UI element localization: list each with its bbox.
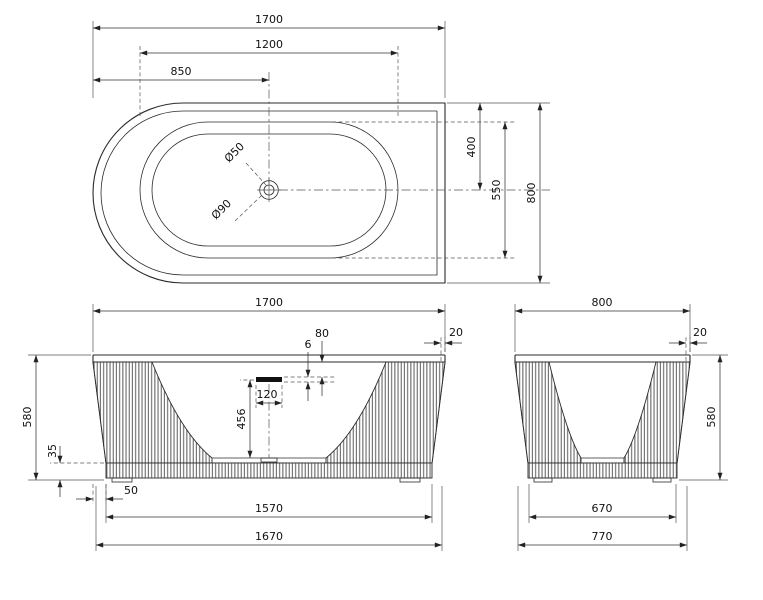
left-foot bbox=[533, 477, 553, 483]
dim-label: 20 bbox=[693, 326, 707, 339]
dim-front-inner-depth: 456 bbox=[235, 379, 254, 458]
dim-label: 800 bbox=[525, 183, 538, 204]
dim-label: 580 bbox=[21, 407, 34, 428]
right-foot bbox=[652, 477, 672, 483]
dim-label: 400 bbox=[465, 137, 478, 158]
dim-label: 670 bbox=[592, 502, 613, 515]
base-band-fluting bbox=[105, 462, 433, 479]
dim-label: 550 bbox=[490, 180, 503, 201]
left-wall-fluting bbox=[92, 361, 213, 464]
dim-label: 80 bbox=[315, 327, 329, 340]
dim-label: 20 bbox=[449, 326, 463, 339]
dim-front-base-inset: 50 bbox=[76, 484, 138, 504]
dim-label: 50 bbox=[124, 484, 138, 497]
right-wall-fluting bbox=[623, 361, 691, 464]
dim-side-width-overall: 800 bbox=[514, 296, 691, 352]
dim-label: 456 bbox=[235, 409, 248, 430]
dim-label: 1700 bbox=[255, 13, 283, 26]
dim-label: 1670 bbox=[255, 530, 283, 543]
dim-front-base-height: 35 bbox=[46, 444, 104, 497]
tub-rim-inner-outline bbox=[100, 110, 438, 276]
dim-label: 770 bbox=[592, 530, 613, 543]
dim-top-basin-width: 550 bbox=[332, 121, 515, 259]
front-view: 1700 20 80 6 120 bbox=[21, 296, 463, 551]
dim-front-height-overall: 580 bbox=[21, 354, 104, 481]
dim-side-height-overall: 580 bbox=[679, 354, 728, 481]
drain-leader-line bbox=[234, 195, 262, 222]
dim-top-drain-offset-y: 400 bbox=[465, 103, 483, 190]
dim-front-rim-edge: 20 bbox=[424, 326, 463, 361]
right-wall-fluting bbox=[325, 361, 446, 464]
dim-side-bottom-width: 770 bbox=[517, 486, 688, 551]
dim-front-base-length: 1570 bbox=[105, 484, 433, 523]
dim-top-width-overall: 800 bbox=[447, 102, 550, 284]
right-foot bbox=[399, 477, 421, 483]
dim-label: 800 bbox=[592, 296, 613, 309]
dim-front-bottom-length: 1670 bbox=[95, 486, 443, 551]
dim-label: 35 bbox=[46, 444, 59, 458]
dim-front-overflow-slot-width: 120 bbox=[255, 385, 283, 408]
base-band-fluting bbox=[527, 462, 678, 479]
side-view: 800 20 580 670 770 bbox=[514, 296, 728, 551]
dim-label: 6 bbox=[305, 338, 312, 351]
overflow-slot bbox=[256, 377, 282, 382]
dim-label: 1700 bbox=[255, 296, 283, 309]
dim-side-base-width: 670 bbox=[528, 484, 677, 523]
dim-label: 1570 bbox=[255, 502, 283, 515]
dim-front-length-overall: 1700 bbox=[92, 296, 446, 352]
dim-front-overflow-slot-height: 6 bbox=[284, 338, 336, 401]
dim-top-drain-offset-x: 850 bbox=[93, 65, 269, 83]
dim-side-rim-edge: 20 bbox=[669, 326, 707, 361]
drain-leader-line bbox=[245, 162, 267, 186]
left-wall-fluting bbox=[514, 361, 582, 464]
dim-top-length-overall: 1700 bbox=[92, 13, 446, 98]
dim-label: 1200 bbox=[255, 38, 283, 51]
dim-label: 120 bbox=[257, 388, 278, 401]
dim-label: 850 bbox=[171, 65, 192, 78]
dim-front-overflow-drop: 80 bbox=[315, 327, 329, 396]
top-view: Ø50 Ø90 1700 1200 850 800 bbox=[92, 13, 550, 284]
left-foot bbox=[111, 477, 133, 483]
dim-label: 580 bbox=[705, 407, 718, 428]
